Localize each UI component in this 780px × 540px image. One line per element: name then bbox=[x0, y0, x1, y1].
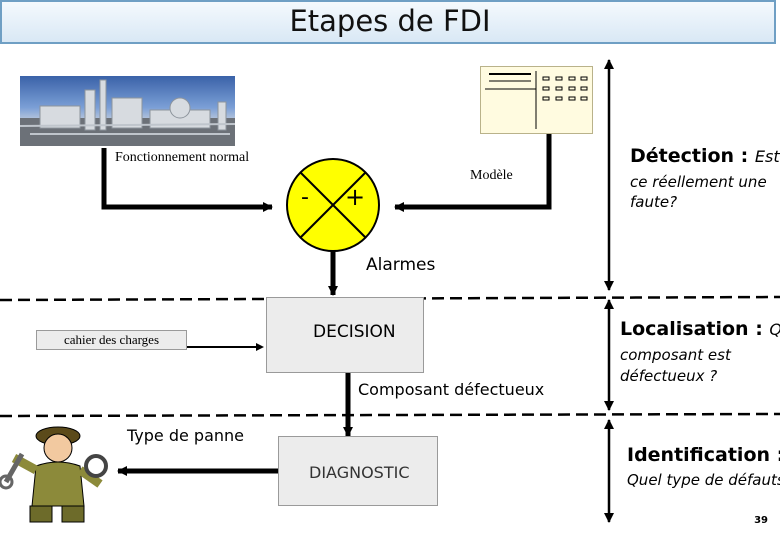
identification-question: Quel type de défauts bbox=[627, 471, 780, 489]
title-bar bbox=[0, 0, 776, 44]
decision-label: DECISION bbox=[313, 322, 396, 342]
decision-box: DECISION bbox=[266, 297, 424, 373]
plus-sign: + bbox=[345, 183, 366, 211]
mechanic-icon bbox=[0, 418, 115, 526]
detection-title: Détection : bbox=[630, 145, 749, 167]
factory-photo bbox=[20, 76, 235, 146]
localisation-question-line-3: défectueux ? bbox=[620, 367, 718, 385]
detection-question-start: Est bbox=[754, 147, 780, 166]
composant-label: Composant défectueux bbox=[358, 380, 545, 399]
modele-label: Modèle bbox=[470, 168, 513, 183]
detection-question-line-2: ce réellement une bbox=[630, 173, 767, 191]
cahier-box: cahier des charges bbox=[36, 330, 187, 350]
page-number: 39 bbox=[754, 515, 768, 526]
localisation-question-start: Qu bbox=[769, 320, 780, 339]
model-document-icon bbox=[480, 66, 593, 134]
slide-title: Etapes de FDI bbox=[289, 4, 491, 38]
factory-to-junction-arrow bbox=[101, 148, 273, 212]
detection-heading: Détection : Est bbox=[630, 145, 780, 167]
detection-question-line-3: faute? bbox=[630, 193, 678, 211]
diagnostic-label: DIAGNOSTIC bbox=[309, 463, 410, 482]
alarmes-label: Alarmes bbox=[366, 255, 436, 275]
model-to-junction-arrow bbox=[394, 134, 552, 212]
separator-line-2 bbox=[0, 412, 780, 418]
identification-heading: Identification : bbox=[627, 444, 780, 466]
separator-line-1 bbox=[0, 295, 780, 302]
minus-sign: - bbox=[301, 185, 309, 210]
localisation-question-line-2: composant est bbox=[620, 346, 731, 364]
type-panne-label: Type de panne bbox=[127, 426, 245, 445]
fonctionnement-label: Fonctionnement normal bbox=[115, 150, 250, 165]
localisation-heading: Localisation : Qu bbox=[620, 318, 780, 340]
diagnostic-box: DIAGNOSTIC bbox=[278, 436, 438, 506]
localisation-title: Localisation : bbox=[620, 318, 763, 340]
